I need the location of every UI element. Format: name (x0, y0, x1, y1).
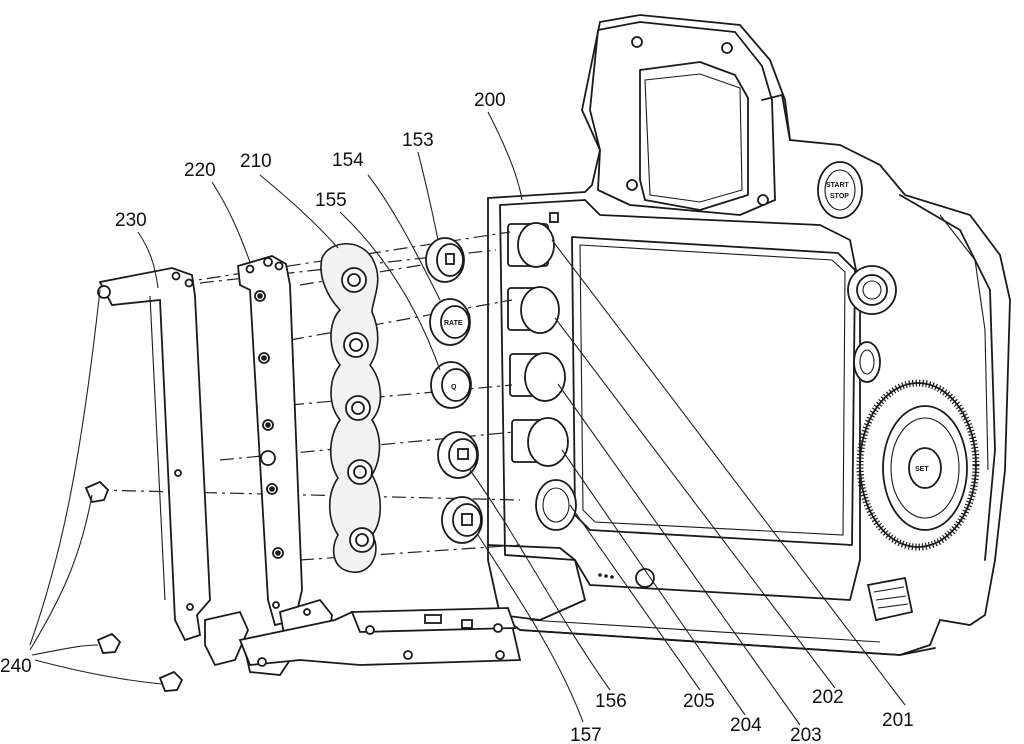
connector-icon (461, 619, 473, 629)
label-240: 240 (0, 656, 32, 677)
body-button-openings (507, 212, 577, 531)
label-202: 202 (812, 687, 844, 708)
key-contact-3 (345, 395, 371, 421)
screw-240c (158, 670, 184, 692)
label-200: 200 (474, 90, 506, 111)
mount-hole-icon (272, 601, 280, 609)
key-contact-5 (349, 527, 375, 553)
mount-hole-icon (174, 469, 182, 477)
button-156 (437, 431, 479, 479)
screw-240a (84, 480, 110, 504)
quick-control-dial: SET (856, 379, 980, 551)
eyecup-screw-icon (757, 194, 769, 206)
mount-hole-icon (184, 278, 194, 288)
opening-hole (535, 479, 577, 531)
mount-hole-icon (97, 285, 111, 299)
mount-hole-icon (263, 257, 273, 267)
eyecup-screw-icon (626, 179, 638, 191)
label-155: 155 (315, 190, 347, 211)
button-157 (441, 496, 483, 544)
label-204: 204 (730, 715, 762, 736)
mount-hole-icon (274, 261, 284, 271)
key-sheet-210 (320, 243, 382, 573)
set-label: SET (915, 466, 929, 473)
viewfinder-eyecup (589, 21, 791, 216)
label-210: 210 (240, 151, 272, 172)
contact-hole-icon (260, 450, 276, 466)
label-201: 201 (882, 710, 914, 731)
stop-label: STOP (830, 193, 849, 200)
button-153 (425, 237, 465, 283)
key-contact-2 (343, 332, 369, 358)
label-154: 154 (332, 150, 364, 171)
button-154: RATE (429, 298, 471, 346)
label-157: 157 (570, 725, 602, 744)
speaker-grille (635, 568, 655, 588)
quick-control-button (853, 341, 881, 383)
opening-hole (517, 222, 555, 268)
leader-lines (29, 111, 906, 726)
start-stop-switch: START STOP (817, 161, 863, 219)
multi-controller (847, 265, 897, 315)
key-contact-4 (347, 459, 373, 485)
set-button (908, 447, 942, 489)
screw-240b (96, 632, 122, 654)
eyecup-screw-icon (721, 42, 733, 54)
label-205: 205 (683, 691, 715, 712)
playback-icon (457, 448, 469, 460)
erase-icon (461, 513, 473, 526)
camera-body: START STOP SET (487, 14, 1011, 656)
mount-hole-icon (245, 264, 255, 274)
label-153: 153 (402, 130, 434, 151)
connector-icon (424, 614, 442, 624)
start-label: START (826, 182, 850, 189)
opening-hole (524, 352, 566, 402)
plate-220 (237, 255, 303, 627)
plate-230 (97, 267, 211, 642)
lock-switch (866, 576, 914, 622)
mount-hole-icon (171, 271, 181, 281)
flex-circuit (204, 598, 522, 676)
label-156: 156 (595, 691, 627, 712)
mount-hole-icon (186, 603, 194, 611)
zoom-label: Q (451, 384, 457, 391)
label-230: 230 (115, 210, 147, 231)
opening-hole (527, 417, 569, 467)
label-203: 203 (790, 725, 822, 744)
rate-label: RATE (444, 320, 463, 327)
eyecup-screw-icon (631, 36, 643, 48)
button-155: Q (430, 361, 472, 409)
label-220: 220 (184, 160, 216, 181)
opening-hole (520, 286, 560, 334)
key-contact-1 (341, 267, 367, 293)
reference-labels: 153 154 155 156 157 200 201 202 203 204 … (0, 90, 914, 744)
small-indicator-icon (549, 212, 559, 223)
